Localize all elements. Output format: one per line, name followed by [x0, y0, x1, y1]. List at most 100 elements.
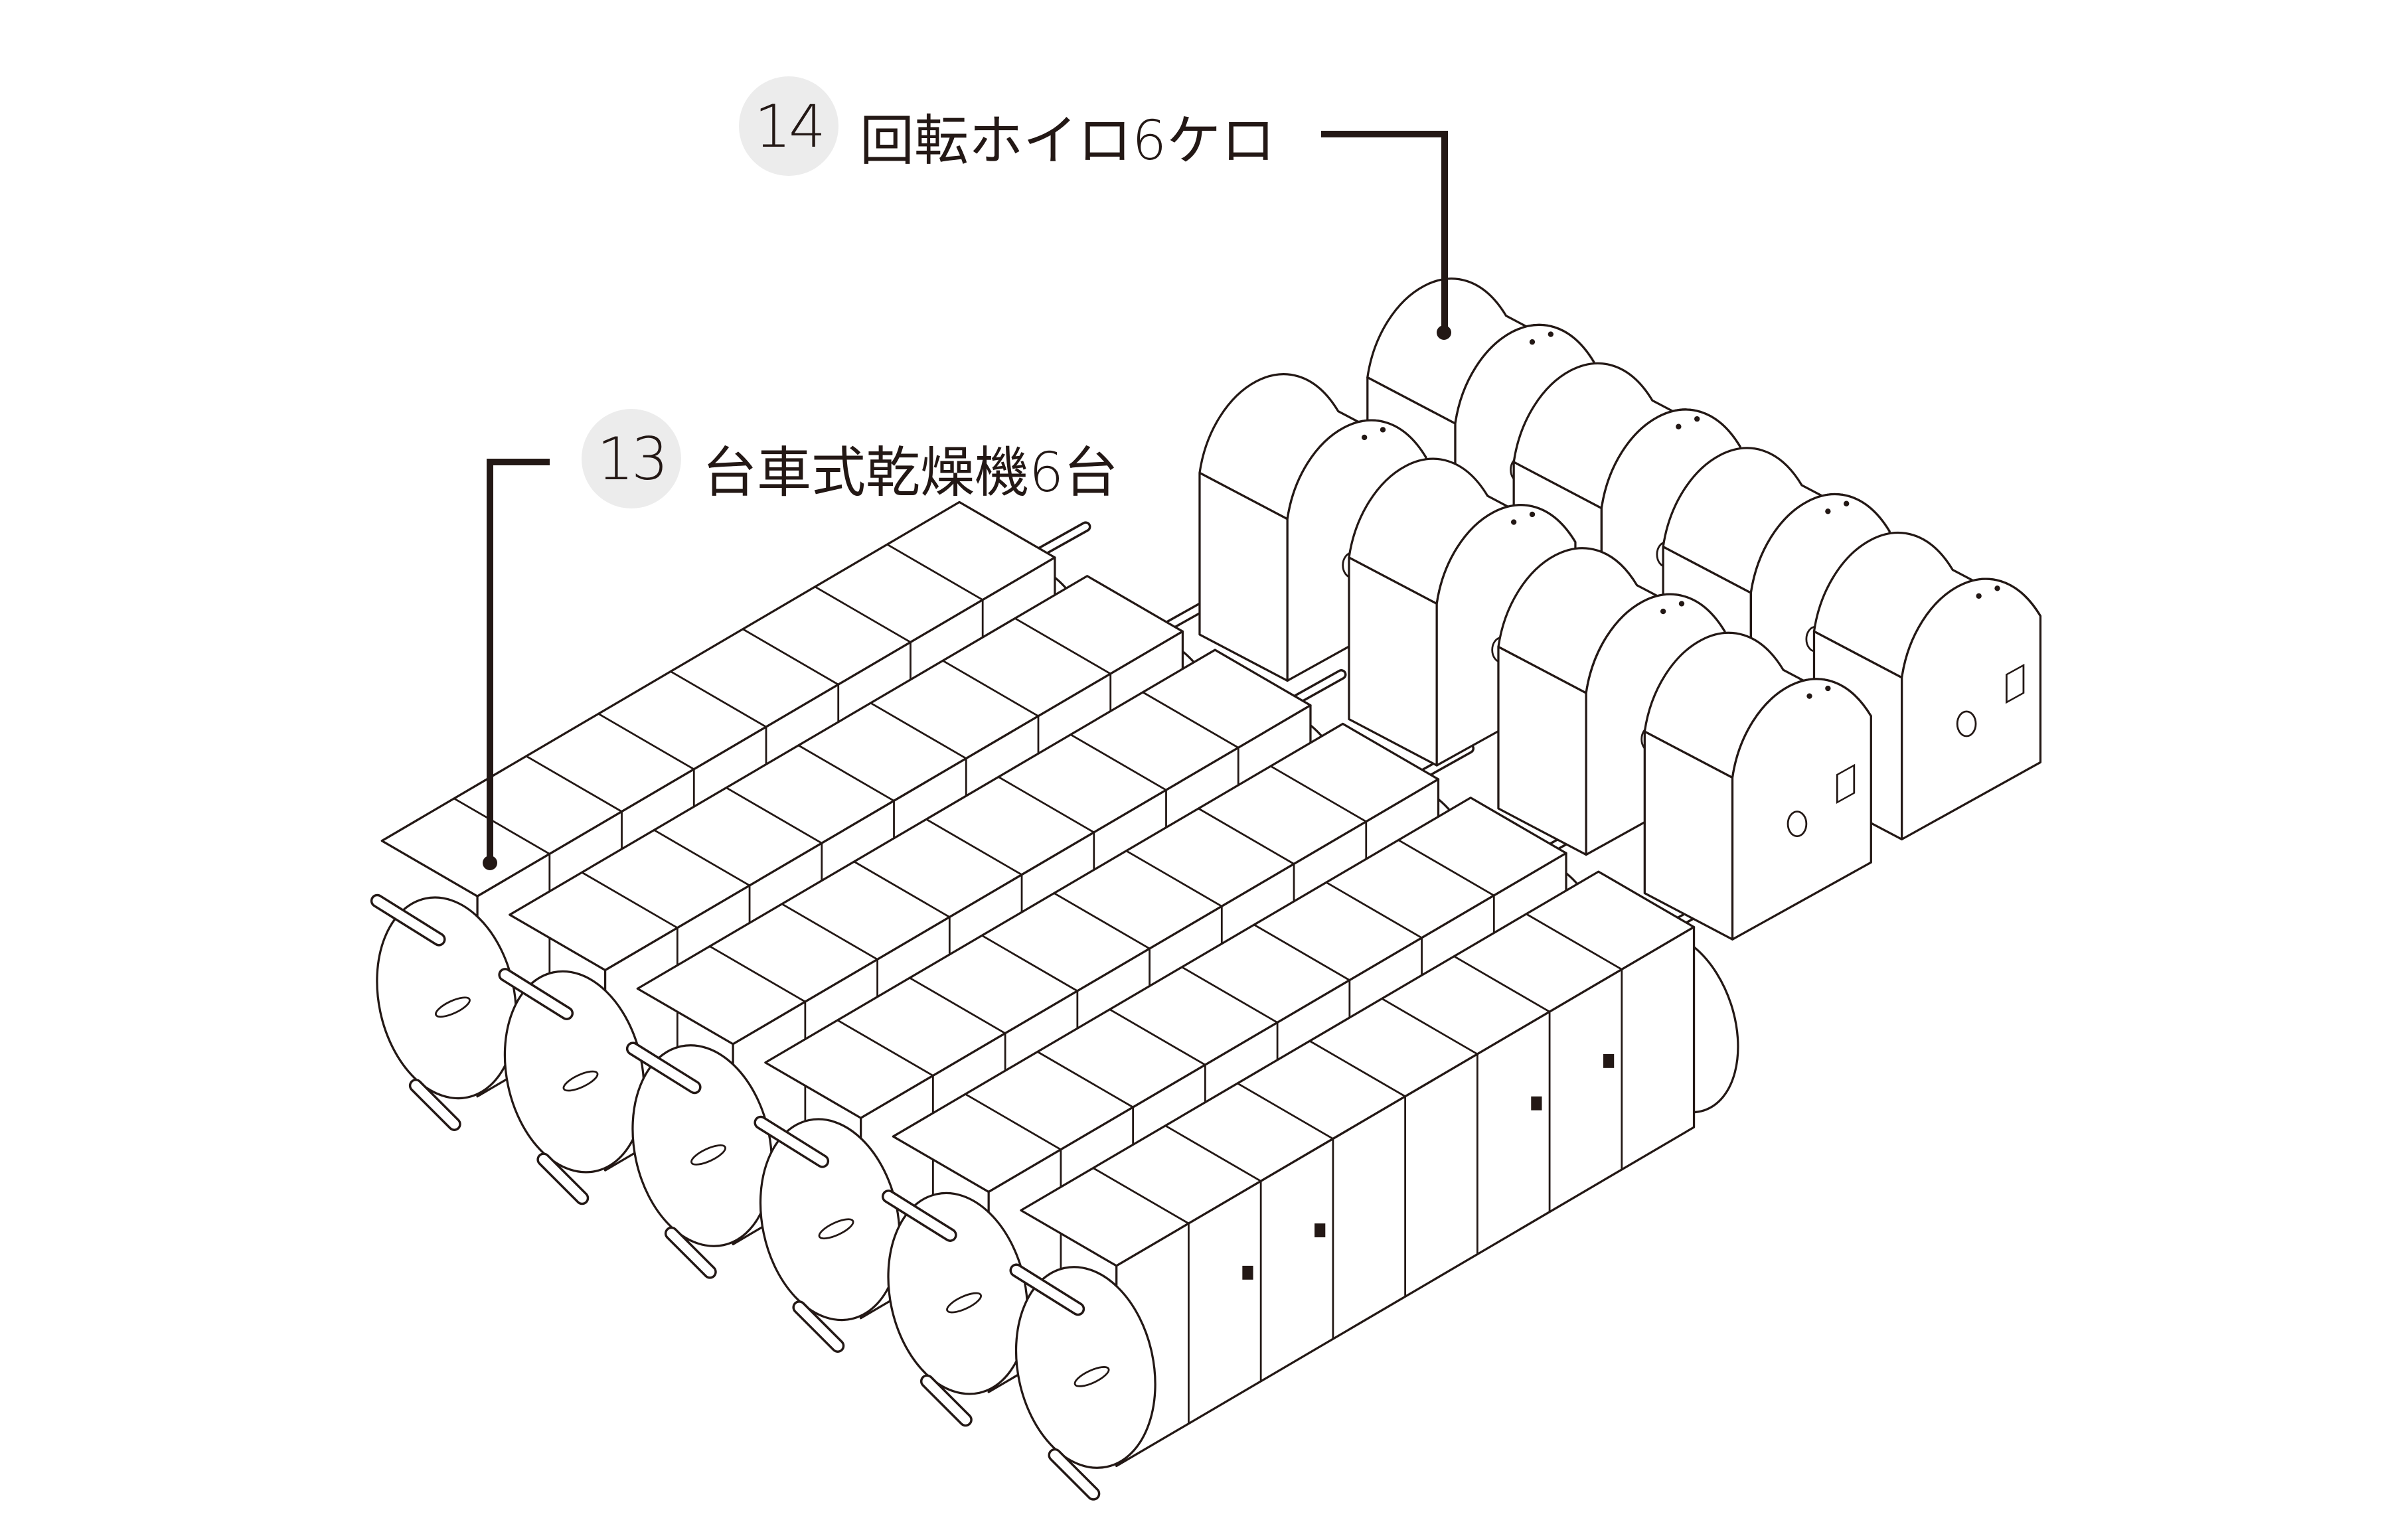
indicator-dot: [1994, 585, 2000, 591]
dryer-top-seam: [1164, 1124, 1261, 1182]
leader-line-14-v: [1441, 131, 1448, 330]
proofer-front-face: [1731, 678, 1872, 941]
dryer-top-seam: [1526, 913, 1623, 970]
dryer-handle-inner: [1050, 1450, 1098, 1499]
dryer-top-seam: [1270, 765, 1367, 822]
indicator-dot: [1825, 685, 1831, 692]
leader-line-13-v: [487, 459, 493, 860]
door-handle-icon: [1242, 1265, 1253, 1280]
dryer-top-seam: [814, 585, 912, 643]
dryer-top-seam: [1309, 1040, 1406, 1097]
dryer-handle-inner: [756, 1118, 827, 1166]
indicator-dot: [1529, 511, 1536, 518]
dryer-top-seam: [709, 945, 806, 1003]
indicator-dot: [1825, 508, 1831, 514]
leader-line-13-h: [487, 459, 550, 465]
dryer-top-seam: [925, 818, 1022, 876]
window-icon: [1956, 710, 1977, 737]
callout-label-cart-dryer: 台車式乾燥機6台: [702, 441, 1119, 504]
proofer-front-face: [1901, 578, 2042, 841]
door-handle-icon: [1314, 1223, 1326, 1237]
dryer-top-seam: [1237, 1082, 1334, 1140]
dryer-top-seam: [1109, 1008, 1206, 1066]
leader-dot-13: [483, 856, 497, 870]
dryer-handle-inner: [500, 970, 572, 1018]
dryer-top-seam: [998, 776, 1095, 834]
indicator-dot: [1806, 693, 1812, 699]
dryer-handle-inner: [667, 1229, 715, 1277]
indicator-dot: [1676, 424, 1682, 429]
indicator-dot: [1694, 416, 1700, 422]
control-panel-icon: [2006, 663, 2025, 704]
dryer-top-seam: [853, 860, 951, 918]
dryer-top-seam: [942, 660, 1039, 718]
dryer-top-seam: [836, 1019, 934, 1077]
dryer-top-seam: [726, 787, 823, 844]
dryer-latch: [562, 1070, 599, 1092]
rotary-proofers-group: [1198, 277, 2042, 941]
dryer-top-seam: [1381, 998, 1478, 1055]
dryer-top-seam: [1092, 1167, 1190, 1225]
dryer-latch: [946, 1292, 982, 1314]
indicator-dot: [1380, 427, 1386, 433]
dryer-top-seam: [1014, 617, 1111, 675]
dryer-front-cap: [1014, 1266, 1156, 1469]
dryer-handle-inner: [372, 896, 444, 945]
indicator-dot: [1529, 339, 1536, 345]
dryer-top-seam: [526, 755, 623, 812]
dryer-top-seam: [1397, 839, 1494, 897]
cart-dryer: [1009, 870, 1739, 1501]
dryer-top-seam: [653, 829, 750, 887]
dryer-top-seam: [1125, 850, 1223, 907]
callout-label-rotary-proofer: 回転ホイロ6ケロ: [860, 110, 1276, 173]
dryer-top-seam: [598, 713, 694, 771]
dryer-top-seam: [870, 702, 967, 759]
rotary-proofer: [1643, 631, 1872, 941]
dryer-handle-inner: [884, 1192, 955, 1240]
dryer-handle-inner: [794, 1302, 842, 1351]
indicator-dot: [1660, 608, 1666, 615]
window-icon: [1787, 810, 1808, 838]
dryer-latch: [690, 1144, 726, 1166]
dryer-top-seam: [781, 903, 878, 961]
dryer-top-seam: [1181, 966, 1278, 1024]
dryer-top-seam: [742, 628, 839, 686]
dryer-top-seam: [581, 872, 678, 929]
indicator-dot: [1678, 601, 1685, 607]
door-handle-icon: [1603, 1053, 1615, 1068]
dryer-top-seam: [670, 670, 767, 728]
dryer-top-seam: [1142, 691, 1239, 749]
dryer-top-seam: [798, 744, 895, 802]
door-handle-icon: [1531, 1096, 1542, 1111]
dryer-top-seam: [1070, 733, 1167, 791]
dryer-top-seam: [1453, 955, 1550, 1013]
dryer-top-seam: [1054, 892, 1151, 950]
callout-badge-13: 13: [582, 409, 681, 508]
leader-line-14-h: [1321, 131, 1447, 137]
dryer-handle-inner: [1011, 1265, 1083, 1314]
dryer-top-seam: [909, 976, 1006, 1034]
control-panel-icon: [1836, 763, 1856, 804]
callout-badge-14: 14: [739, 76, 838, 176]
indicator-dot: [1361, 434, 1368, 441]
dryer-handle-inner: [538, 1154, 587, 1203]
cart-dryers-group: [370, 501, 1739, 1501]
indicator-dot: [1548, 331, 1554, 337]
dryer-latch: [435, 996, 471, 1018]
dryer-latch: [818, 1218, 854, 1240]
dryer-top-seam: [981, 935, 1078, 992]
dryer-handle-inner: [922, 1376, 971, 1424]
indicator-dot: [1844, 501, 1850, 506]
dryer-top-seam: [1037, 1051, 1134, 1109]
dryer-top-seam: [965, 1093, 1062, 1150]
dryer-handle-inner: [628, 1043, 700, 1092]
dryer-latch: [1074, 1366, 1110, 1387]
dryer-top-seam: [1326, 882, 1423, 939]
leader-dot-14: [1437, 325, 1451, 340]
dryer-top-seam: [886, 543, 983, 601]
dryer-top-seam: [1253, 923, 1350, 981]
indicator-dot: [1976, 593, 1982, 599]
dryer-handle-inner: [411, 1081, 459, 1129]
